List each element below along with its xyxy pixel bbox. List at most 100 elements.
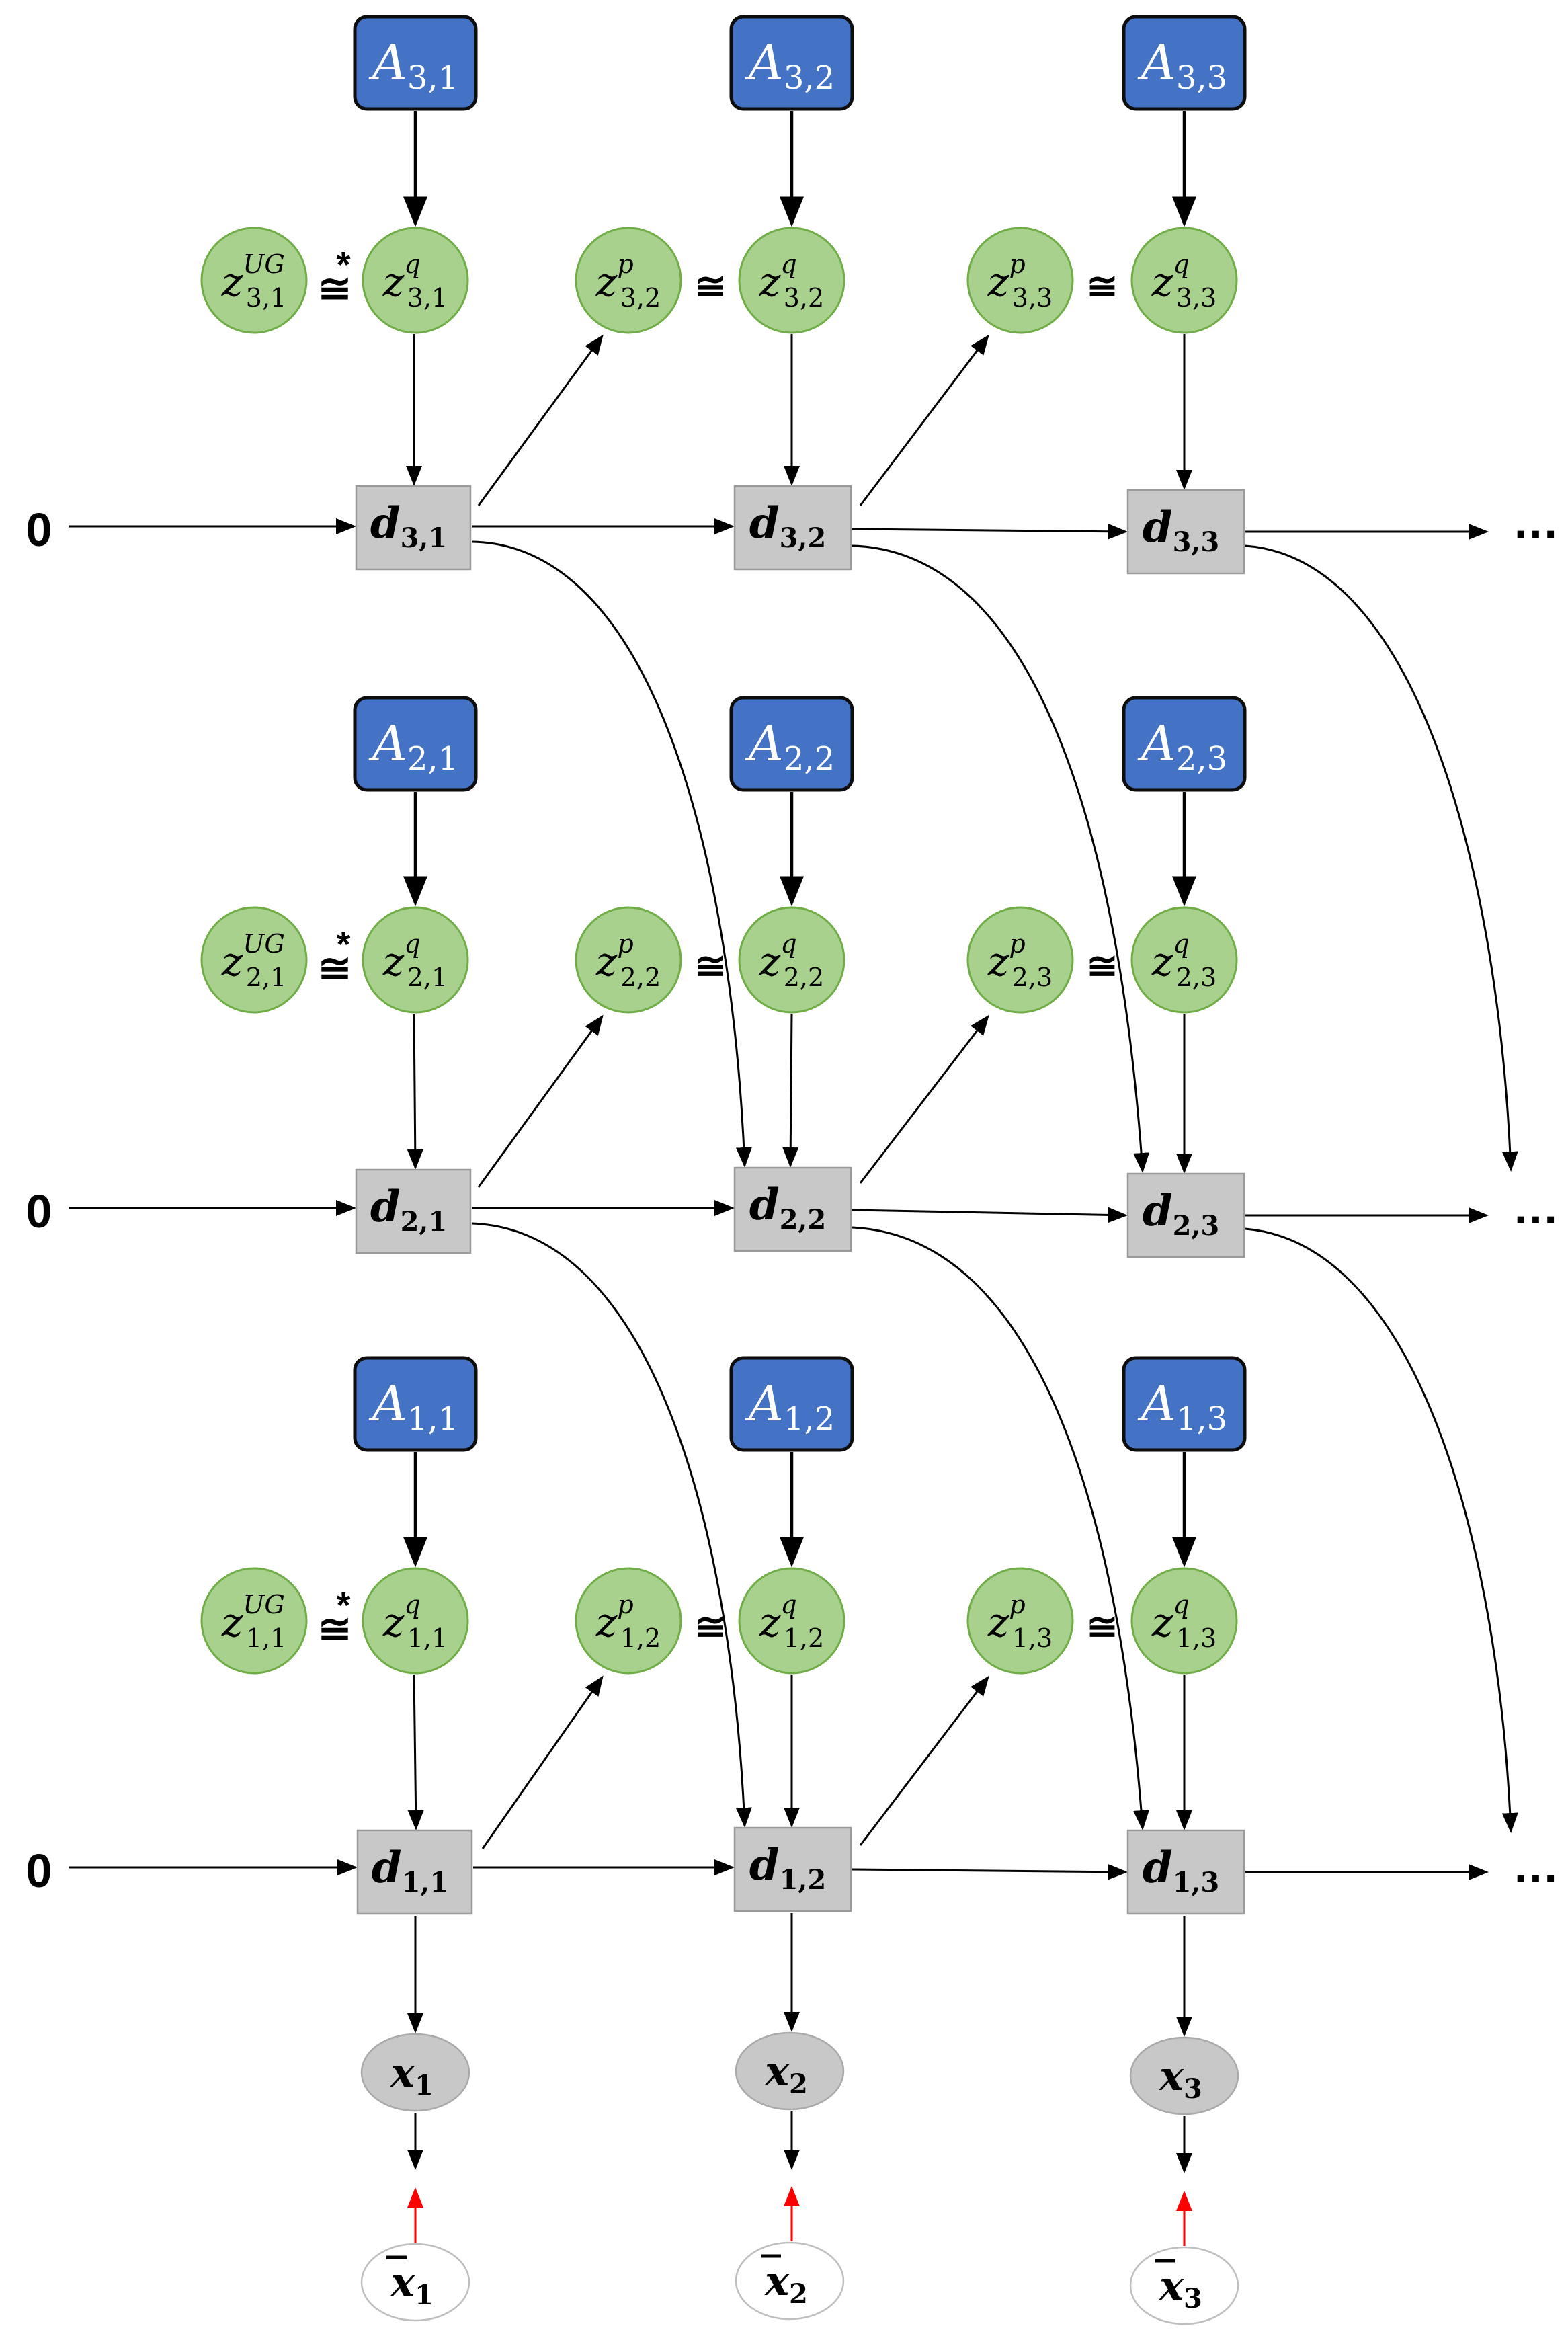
star-2-1: * bbox=[336, 924, 350, 965]
d-2-1-sub: 2,1 bbox=[401, 1206, 448, 1238]
A-1-3-label: A bbox=[1137, 1375, 1176, 1432]
z-q-1-1-base: z bbox=[382, 1599, 405, 1646]
A-1-1-box: A1,1 bbox=[353, 1356, 478, 1452]
d-2-2-base: d bbox=[749, 1180, 780, 1230]
A-2-2-box: A2,2 bbox=[729, 696, 854, 792]
d-1-1-node: d1,1 bbox=[356, 1829, 473, 1915]
d-2-3-base: d bbox=[1143, 1186, 1173, 1236]
A-3-2-label: A bbox=[745, 34, 784, 91]
svg-text:zp3,3: zp3,3 bbox=[987, 249, 1053, 313]
A-1-3-box: A1,3 bbox=[1122, 1356, 1247, 1452]
z-q-3-3-base: z bbox=[1151, 259, 1173, 306]
svg-text:x3: x3 bbox=[1158, 2263, 1202, 2314]
svg-text:A3,2: A3,2 bbox=[745, 34, 835, 97]
edge-d-zp-1-2 bbox=[481, 1675, 604, 1849]
svg-text:d3,3: d3,3 bbox=[1143, 502, 1219, 558]
z-p-1-2-sub: 1,2 bbox=[620, 1623, 661, 1653]
z-ug-2-1-base: z bbox=[221, 938, 243, 985]
A-2-1-sub: 2,1 bbox=[407, 740, 458, 778]
z-ug-3-1-base: z bbox=[221, 259, 243, 306]
z-q-2-1-sup: q bbox=[404, 929, 420, 959]
z-p-2-3-base: z bbox=[987, 938, 1009, 985]
A-2-3-label: A bbox=[1137, 715, 1176, 772]
z-p-3-3-base: z bbox=[987, 259, 1009, 306]
approx-2-2: ≅ bbox=[695, 944, 727, 987]
z-q-1-1-sub: 1,1 bbox=[407, 1623, 448, 1653]
x-bar-3-base: x bbox=[1158, 2263, 1184, 2310]
d-2-3-node: d2,3 bbox=[1126, 1172, 1245, 1258]
edge-curve-3-1 bbox=[471, 540, 752, 1168]
svg-text:zq3,1: zq3,1 bbox=[382, 249, 448, 313]
d-3-3-node: d3,3 bbox=[1126, 489, 1245, 575]
svg-text:x1: x1 bbox=[389, 2259, 434, 2311]
svg-text:x2: x2 bbox=[764, 2258, 808, 2310]
edge-d-zp-2-2 bbox=[477, 1014, 604, 1188]
z-q-1-3-base: z bbox=[1151, 1599, 1173, 1646]
svg-text:zq3,3: zq3,3 bbox=[1151, 249, 1216, 313]
d-3-1-node: d3,1 bbox=[355, 485, 472, 571]
svg-text:A3,1: A3,1 bbox=[368, 34, 458, 97]
A-3-2-box: A3,2 bbox=[729, 15, 854, 111]
z-p-2-2-sup: p bbox=[617, 929, 633, 959]
A-3-3-sub: 3,3 bbox=[1176, 59, 1227, 97]
z-p-2-3-node: zp 2,3 bbox=[966, 906, 1074, 1014]
A-3-1-box: A3,1 bbox=[353, 15, 478, 111]
edge-curve-2-2 bbox=[852, 1226, 1150, 1830]
x-bar-3-sub: 3 bbox=[1184, 2283, 1202, 2314]
z-q-1-2-sup: q bbox=[780, 1590, 796, 1619]
x-bar-1-sub: 1 bbox=[415, 2280, 434, 2311]
d-1-3-sub: 1,3 bbox=[1173, 1867, 1220, 1898]
z-q-2-1-base: z bbox=[382, 938, 405, 985]
z-q-2-1-sub: 2,1 bbox=[407, 963, 448, 992]
z-q-3-3-sup: q bbox=[1173, 249, 1189, 279]
ellipsis-row-2: … bbox=[1512, 1181, 1559, 1234]
A-1-2-sub: 1,2 bbox=[784, 1400, 835, 1438]
d-3-3-sub: 3,3 bbox=[1173, 526, 1220, 558]
x-bar-2-sub: 2 bbox=[789, 2278, 808, 2310]
z-q-3-2-base: z bbox=[759, 259, 781, 306]
d-3-2-sub: 3,2 bbox=[780, 522, 827, 554]
z-p-1-3-base: z bbox=[987, 1599, 1009, 1646]
z-q-2-3-sub: 2,3 bbox=[1176, 963, 1216, 992]
A-2-2-label: A bbox=[745, 715, 784, 772]
edge-d-zp-1-3 bbox=[859, 1675, 989, 1846]
d-1-1-sub: 1,1 bbox=[402, 1867, 449, 1898]
x-bar-1-node: x1 bbox=[360, 2243, 470, 2322]
svg-text:zp3,2: zp3,2 bbox=[595, 249, 661, 313]
edge-d-zp-3-3 bbox=[859, 334, 989, 506]
edge-d-d-3-23 bbox=[852, 523, 1128, 540]
z-p-1-2-sup: p bbox=[617, 1590, 633, 1619]
svg-text:zp2,3: zp 2,3 bbox=[987, 929, 1053, 992]
x-3-sub: 3 bbox=[1184, 2073, 1202, 2105]
svg-text:A2,3: A2,3 bbox=[1137, 715, 1227, 778]
svg-text:A1,2: A1,2 bbox=[745, 1375, 835, 1438]
edge-curve-2-3 bbox=[1245, 1227, 1518, 1833]
z-q-2-2-sup: q bbox=[780, 929, 796, 959]
approx-star-2-1: ≅ bbox=[318, 946, 352, 991]
z-p-2-3-sup: p bbox=[1009, 929, 1025, 959]
d-2-1-node: d2,1 bbox=[355, 1168, 472, 1254]
z-q-1-3-sup: q bbox=[1173, 1590, 1189, 1619]
edge-d-zp-2-3 bbox=[859, 1014, 989, 1184]
A-3-1-label: A bbox=[368, 34, 407, 91]
svg-text:zq2,2: zq2,2 bbox=[759, 929, 824, 992]
approx-star-1-1: ≅ bbox=[318, 1607, 352, 1652]
svg-text:zq1,2: zq1,2 bbox=[759, 1590, 824, 1653]
zero-row-1: 0 bbox=[26, 1845, 52, 1897]
edge-d-d-2-23 bbox=[852, 1207, 1128, 1223]
z-q-3-1-base: z bbox=[382, 259, 405, 306]
d-1-3-node: d1,3 bbox=[1126, 1829, 1245, 1915]
svg-text:d3,1: d3,1 bbox=[370, 498, 447, 554]
x-1-node: x1 bbox=[360, 2033, 470, 2112]
A-3-2-sub: 3,2 bbox=[784, 59, 835, 97]
z-p-2-3-sub: 2,3 bbox=[1012, 963, 1053, 992]
